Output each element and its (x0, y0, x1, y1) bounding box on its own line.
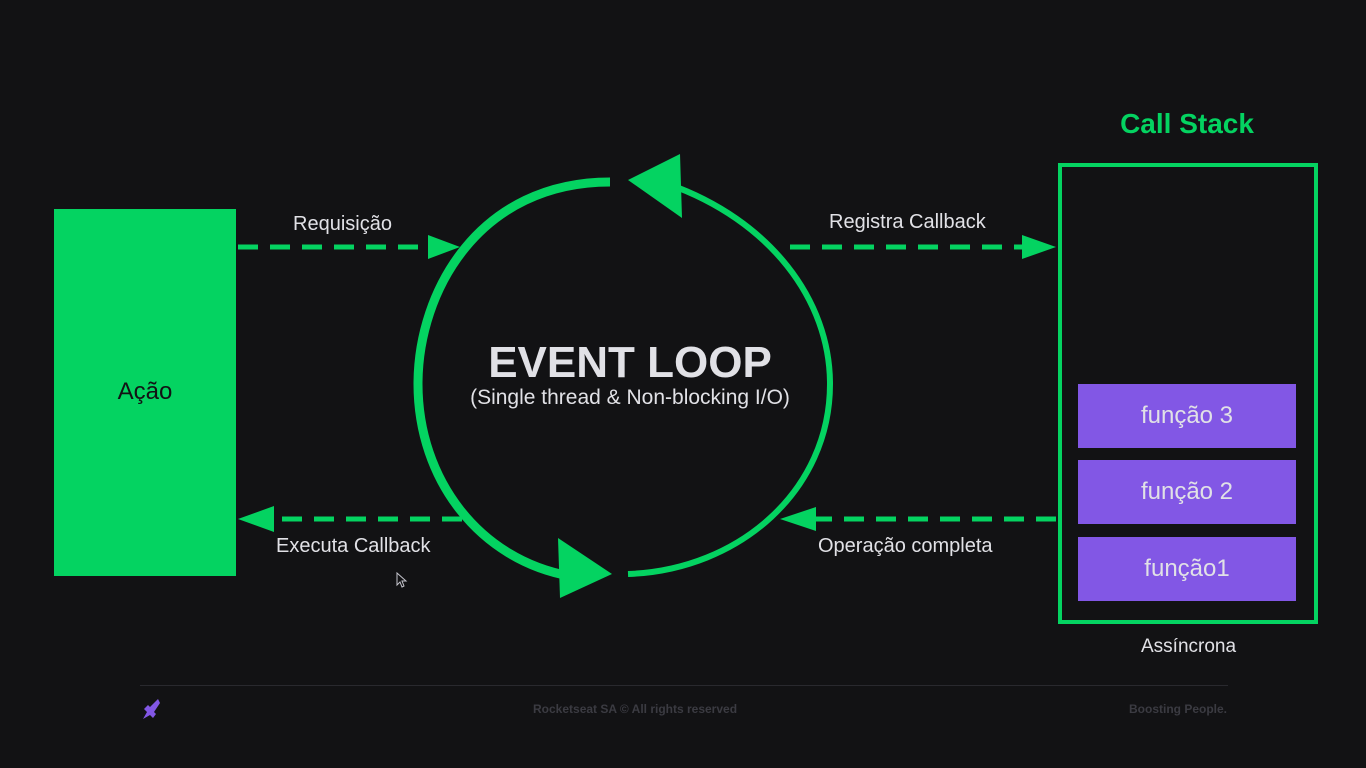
footer-copyright: Rocketseat SA © All rights reserved (533, 702, 738, 716)
action-box (54, 209, 236, 576)
event-loop-subtitle: (Single thread & Non-blocking I/O) (470, 386, 790, 409)
footer-tagline: Boosting People. (1129, 702, 1228, 716)
operation-complete-arrow (780, 507, 1056, 531)
register-callback-arrow (790, 235, 1056, 259)
call-stack-title: Call Stack (1120, 108, 1254, 139)
call-stack-box (1058, 163, 1318, 624)
mouse-cursor-icon (396, 572, 408, 588)
call-stack-caption: Assíncrona (1141, 636, 1237, 657)
event-loop-ring (413, 154, 834, 598)
register-callback-label: Registra Callback (829, 211, 986, 233)
stack-item-funcao-1: função1 (1078, 537, 1296, 601)
event-loop-title: EVENT LOOP (488, 338, 772, 387)
execute-callback-label: Executa Callback (276, 535, 431, 557)
stack-item-funcao-2: função 2 (1078, 460, 1296, 524)
request-label: Requisição (293, 213, 392, 235)
operation-complete-label: Operação completa (818, 535, 993, 557)
footer-divider (140, 685, 1228, 686)
rocketseat-logo-icon (143, 699, 160, 719)
stack-item-funcao-3: função 3 (1078, 384, 1296, 448)
action-label: Ação (117, 378, 173, 405)
request-arrow (238, 235, 460, 259)
execute-callback-arrow (238, 506, 462, 532)
